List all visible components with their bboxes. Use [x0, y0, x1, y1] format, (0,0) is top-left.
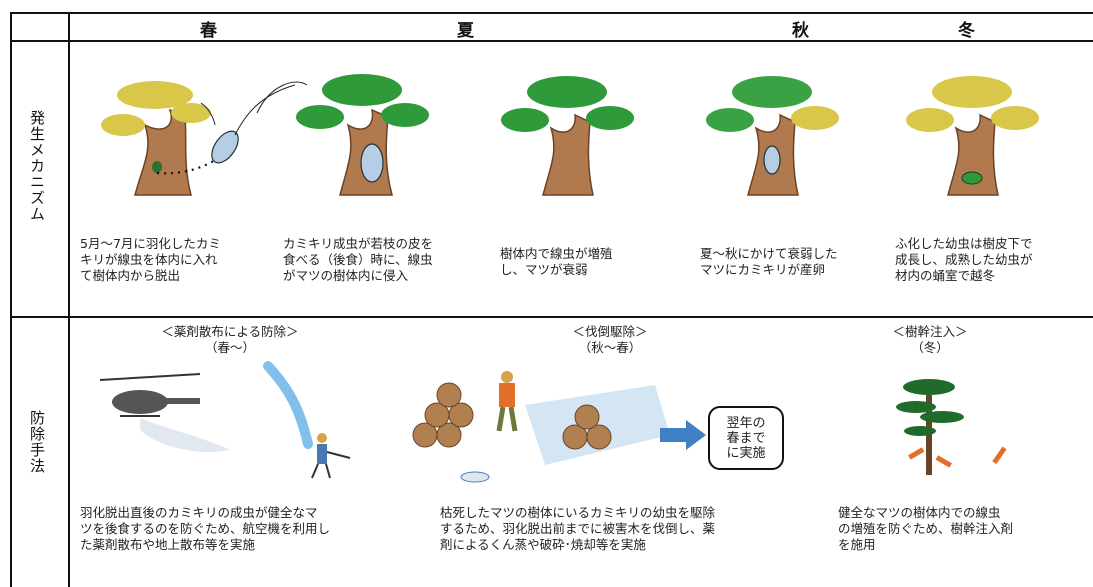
table-label-divider [68, 12, 70, 587]
season-summer: 夏 [457, 21, 474, 41]
felling-illustration [412, 371, 670, 483]
control-spray-title: ＜薬剤散布による防除＞ （春～） [161, 324, 299, 355]
trunk-injection-icon [908, 446, 1007, 468]
mechanism-illustration-3 [501, 76, 634, 196]
row-label-mechanism: 発生メカニズム [28, 110, 46, 222]
mechanism-desc-1: 5月～7月に羽化したカミ キリが線虫を体内に入れ て樹体内から脱出 [80, 236, 221, 283]
spray-illustration [99, 361, 351, 479]
right-arrow-icon [660, 420, 706, 450]
pine-tree-icon [706, 76, 839, 196]
helicopter-icon [99, 373, 201, 417]
table-border-top [10, 12, 1093, 14]
table-row-divider [10, 316, 1093, 318]
pine-tree-icon [906, 76, 1039, 196]
mechanism-illustration-4 [706, 76, 839, 196]
injection-illustration [896, 379, 1007, 475]
control-spray-desc: 羽化脱出直後のカミキリの成虫が健全なマ ツを後食するのを防ぐため、航空機を利用し… [80, 505, 331, 552]
felling-note-box: 翌年の 春まで に実施 [708, 406, 784, 470]
sawyer-beetle-icon [763, 145, 781, 175]
season-autumn: 秋 [792, 21, 809, 41]
season-spring: 春 [200, 21, 217, 41]
mechanism-illustration-1 [101, 81, 308, 196]
pine-tree-icon [896, 379, 964, 475]
mechanism-illustration-2 [296, 74, 429, 196]
table-border-left [10, 12, 12, 587]
sawyer-beetle-icon [360, 143, 384, 183]
row-label-control: 防除手法 [28, 410, 46, 474]
control-injection-title: ＜樹幹注入＞ （冬） [892, 324, 968, 355]
control-felling-title: ＜伐倒駆除＞ （秋～春） [572, 324, 648, 355]
table-header-divider [10, 40, 1093, 42]
season-winter: 冬 [958, 21, 975, 41]
mechanism-desc-2: カミキリ成虫が若枝の皮を 食べる（後食）時に、線虫 がマツの樹体内に侵入 [283, 236, 434, 283]
mechanism-desc-3: 樹体内で線虫が増殖 し、マツが衰弱 [500, 246, 613, 277]
control-injection-desc: 健全なマツの樹体内での線虫 の増殖を防ぐため、樹幹注入剤 を施用 [838, 505, 1014, 552]
chainsaw-worker-icon [496, 371, 518, 432]
mechanism-illustration-5 [906, 76, 1039, 196]
mechanism-desc-5: ふ化した幼虫は樹皮下で 成長し、成熟した幼虫が 材内の蛹室で越冬 [895, 236, 1033, 283]
pine-tree-icon [501, 76, 634, 196]
control-felling-desc: 枯死したマツの樹体にいるカミキリの幼虫を駆除 するため、羽化脱出前までに被害木を… [440, 505, 716, 552]
sawyer-beetle-icon [200, 84, 296, 164]
pine-tree-icon [101, 81, 211, 196]
ground-sprayer-worker-icon [311, 433, 351, 479]
log-pile-icon [562, 404, 612, 450]
log-pile-icon [412, 382, 474, 448]
mechanism-desc-4: 夏～秋にかけて衰弱した マツにカミキリが産卵 [700, 246, 838, 277]
pine-tree-icon [296, 74, 429, 196]
